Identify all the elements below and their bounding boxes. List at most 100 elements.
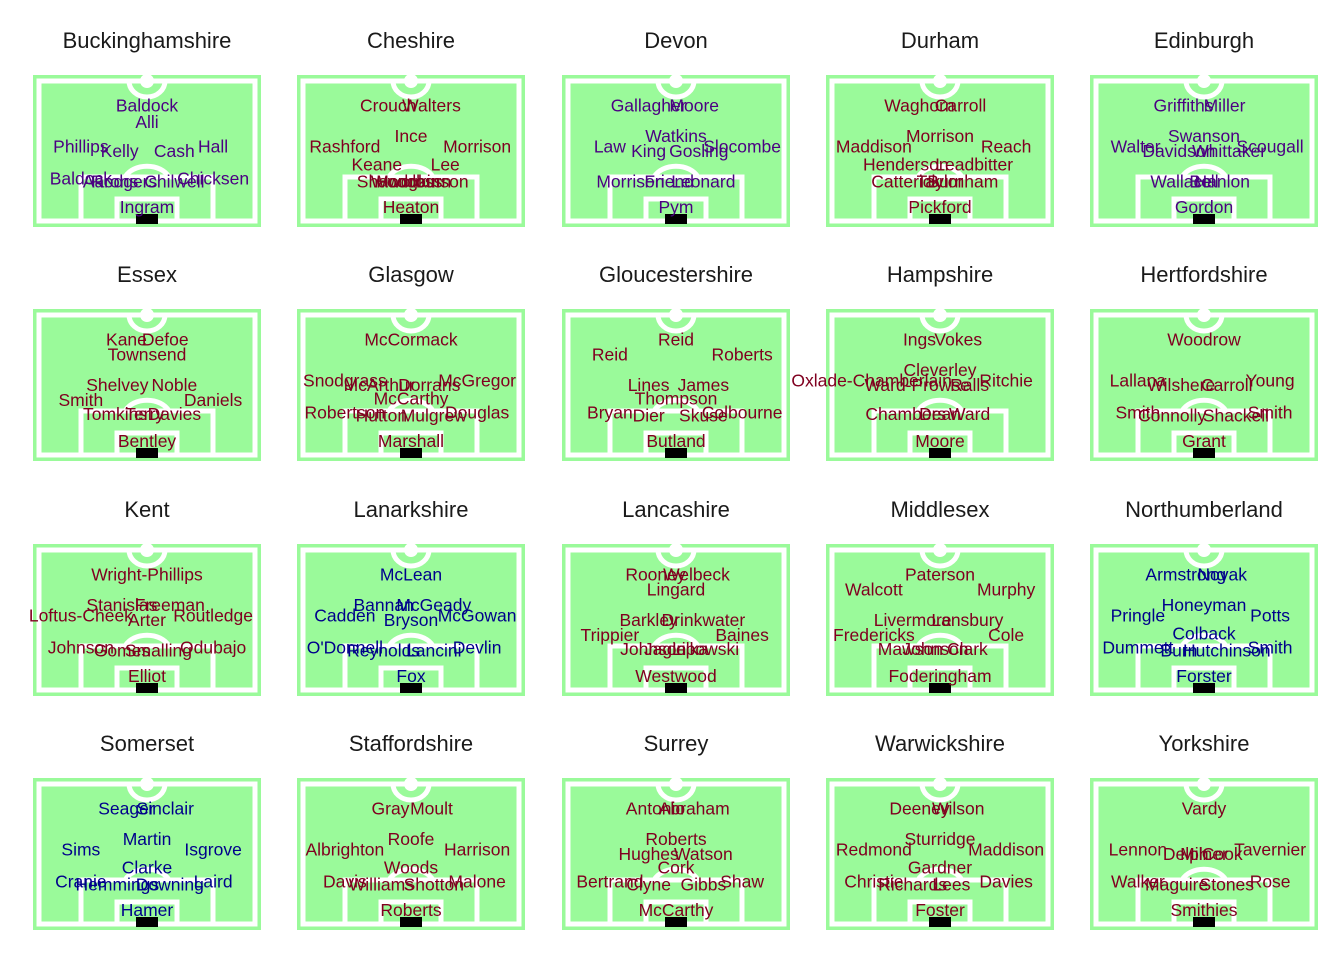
player-label: Shackell xyxy=(1203,405,1269,425)
player-label: Routledge xyxy=(173,605,253,625)
player-label: Morrison xyxy=(443,136,511,156)
player-label: Isgrove xyxy=(184,839,241,859)
player-label: Clarke xyxy=(122,858,173,878)
player-label: Noble xyxy=(151,375,197,395)
player-label: McCarthy xyxy=(374,389,449,409)
player-label: Hodgkinson xyxy=(376,171,468,191)
player-label: Murphy xyxy=(977,580,1036,600)
player-label: Oxlade-Chamberlain xyxy=(791,370,952,390)
centre-spot xyxy=(1197,543,1211,557)
pitch: WoodrowLallanaWilshereCarrollYoungSmithC… xyxy=(1090,308,1318,461)
centre-spot xyxy=(669,74,683,88)
player-label: Redmond xyxy=(836,839,912,859)
centre-spot xyxy=(669,543,683,557)
panel-title: Hertfordshire xyxy=(1140,262,1268,287)
goal xyxy=(1193,214,1215,224)
player-label: Rose xyxy=(1250,871,1291,891)
player-label: Barkley xyxy=(619,610,678,630)
goal xyxy=(400,214,422,224)
centre-spot xyxy=(404,543,418,557)
panel-title: Durham xyxy=(900,28,980,53)
panel-title: Gloucestershire xyxy=(598,262,754,287)
player-label: Ings xyxy=(903,329,936,349)
centre-circle xyxy=(1183,80,1225,100)
player-label: Honeyman xyxy=(1162,595,1247,615)
player-label: Defoe xyxy=(142,329,189,349)
player-label: Wright-Phillips xyxy=(91,564,203,584)
player-label: King xyxy=(631,141,666,161)
pitch-grass xyxy=(826,75,1054,227)
panel-title: Lanarkshire xyxy=(353,497,469,522)
goal xyxy=(665,214,687,224)
player-label: Catterick xyxy=(871,171,940,191)
player-label: Smith xyxy=(1116,402,1161,422)
player-label: Lee xyxy=(431,155,460,175)
pitch-grass xyxy=(562,309,790,461)
player-label: Butland xyxy=(646,431,705,451)
player-label: O'Donnell xyxy=(307,637,383,657)
panel-title: Essex xyxy=(117,262,177,287)
player-label: Antonio xyxy=(626,798,685,818)
player-label: Hall xyxy=(198,136,228,156)
pitch: GriffithsMillerSwansonWalterDavidsonWhit… xyxy=(1090,74,1318,227)
player-label: Sinclair xyxy=(137,798,195,818)
player-label: Clyne xyxy=(626,874,671,894)
player-label: Keane xyxy=(351,155,402,175)
player-label: Crouch xyxy=(360,95,416,115)
goal xyxy=(929,683,951,693)
player-label: Malone xyxy=(448,871,505,891)
goal xyxy=(929,448,951,458)
player-label: Lines xyxy=(628,375,670,395)
player-label: Lipowski xyxy=(672,639,739,659)
player-label: Snodgrass xyxy=(303,370,387,390)
player-label: Daniels xyxy=(184,390,243,410)
player-label: Burn xyxy=(1160,640,1197,660)
pitch-grass xyxy=(826,544,1054,696)
player-label: Potts xyxy=(1250,605,1290,625)
centre-spot xyxy=(140,74,154,88)
player-label: Wilshere xyxy=(1147,375,1215,395)
centre-circle xyxy=(1183,783,1225,803)
player-label: Dummett xyxy=(1102,637,1173,657)
player-label: Baines xyxy=(715,625,769,645)
player-label: Downing xyxy=(136,874,204,894)
player-label: Ward xyxy=(949,404,990,424)
player-label: Dier xyxy=(633,405,665,425)
panel-title: Yorkshire xyxy=(1158,731,1250,756)
penalty-arc xyxy=(651,632,701,648)
player-label: Reid xyxy=(658,329,694,349)
centre-circle xyxy=(655,314,697,334)
player-label: Moore xyxy=(915,431,965,451)
goal xyxy=(136,683,158,693)
player-label: Maddison xyxy=(836,136,912,156)
player-label: Ritchie xyxy=(979,370,1033,390)
pitch-grass xyxy=(297,544,525,696)
player-label: Heaton xyxy=(383,197,439,217)
player-label: Dorrans xyxy=(398,375,460,395)
panel-title: Northumberland xyxy=(1125,497,1283,522)
penalty-arc xyxy=(1179,632,1229,648)
player-label: Ingram xyxy=(120,197,174,217)
centre-circle xyxy=(919,783,961,803)
player-label: Burnham xyxy=(927,171,998,191)
player-label: Walker xyxy=(1111,871,1165,891)
player-label: Roberts xyxy=(711,345,773,365)
player-label: Friend xyxy=(644,171,694,191)
centre-spot xyxy=(140,308,154,322)
centre-spot xyxy=(404,308,418,322)
player-label: Robertson xyxy=(305,402,386,422)
player-label: Novak xyxy=(1197,564,1247,584)
goal xyxy=(400,683,422,693)
pitch-grass xyxy=(1090,309,1318,461)
player-label: Bryan xyxy=(587,402,633,422)
